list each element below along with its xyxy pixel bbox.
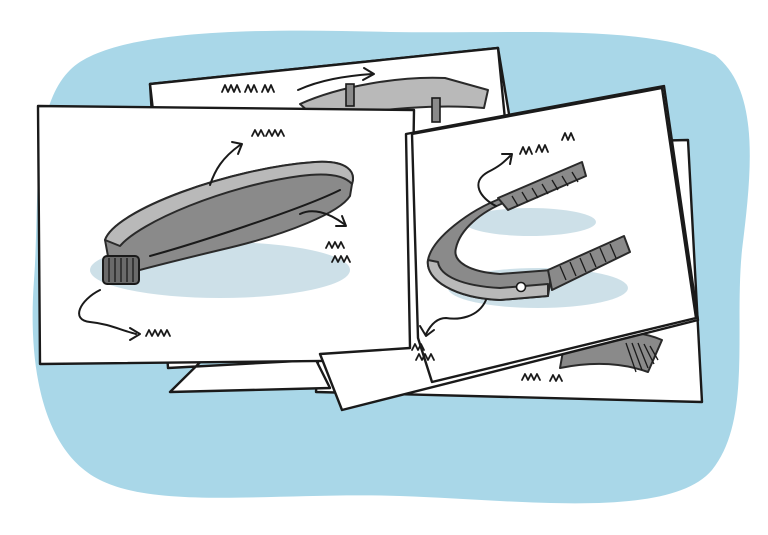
annotation-arrow: [78, 289, 137, 335]
annotation-scribble: [251, 129, 285, 137]
annotation-scribble: [519, 132, 575, 155]
annotation-scribble: [325, 241, 351, 263]
headband-sketch-right: [426, 161, 631, 301]
annotation-scribble: [521, 373, 563, 382]
buckle-detail: [102, 255, 140, 285]
band-clip-detail: [345, 83, 441, 123]
annotation-arrow: [477, 155, 511, 207]
hatched-strap-detail: [559, 243, 617, 281]
annotation-scribble: [411, 343, 435, 361]
sketch-sheet-front-left: [36, 104, 416, 366]
annotation-arrow: [425, 299, 487, 335]
hatched-strap-detail: [511, 171, 579, 207]
headband-sketch-left: [102, 160, 354, 285]
annotation-scribble: [221, 84, 275, 93]
annotation-arrow: [209, 144, 241, 186]
sketch-sheet-front-right: [318, 84, 700, 412]
buckle-detail: [625, 342, 659, 373]
annotation-arrow: [299, 210, 345, 225]
annotation-scribble: [145, 329, 171, 337]
